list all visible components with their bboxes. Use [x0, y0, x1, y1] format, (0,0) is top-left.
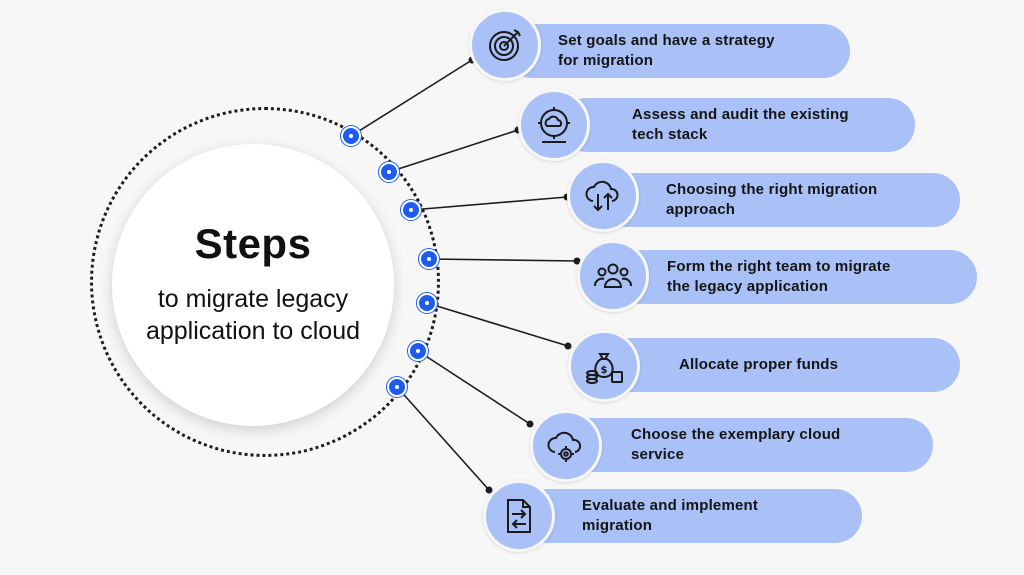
ring-node-4 — [419, 249, 439, 269]
connector-line-3 — [410, 196, 568, 211]
ring-node-7 — [387, 377, 407, 397]
step-5-label-line-1: Allocate proper funds — [679, 356, 839, 373]
diagram-subtitle-line-2: application to cloud — [145, 317, 361, 345]
step-4-label-line-2: the legacy application — [667, 278, 829, 295]
svg-text:$: $ — [601, 365, 608, 376]
step-3-label-line-2: approach — [666, 201, 736, 218]
step-3-label: Choosing the right migration approach — [666, 180, 877, 220]
diagram-title: Steps — [194, 220, 312, 267]
step-2-label-line-1: Assess and audit the existing — [632, 106, 849, 123]
step-5-icon-disc: $ — [568, 330, 640, 402]
cloud-gear-icon — [547, 431, 582, 462]
ring-node-3 — [401, 200, 421, 220]
step-6-pill: Choose the exemplary cloud service — [565, 418, 933, 472]
ring-node-1 — [341, 126, 361, 146]
step-1-pill: Set goals and have a strategy for migrat… — [505, 24, 850, 78]
document-exchange-icon — [507, 499, 531, 533]
step-2-label: Assess and audit the existing tech stack — [632, 105, 849, 145]
step-4-label-line-1: Form the right team to migrate — [667, 258, 891, 275]
connector-line-7 — [396, 386, 490, 491]
center-circle — [112, 144, 394, 426]
connector-line-5 — [426, 302, 569, 347]
cloud-audit-icon — [538, 107, 570, 143]
step-1-icon-disc — [469, 9, 541, 81]
ring-node-5 — [417, 293, 437, 313]
connector-end-dot-5 — [564, 342, 572, 350]
connector-line-6 — [417, 350, 531, 425]
money-bag-icon: $ — [586, 353, 623, 384]
step-6-label-line-1: Choose the exemplary cloud — [631, 426, 841, 443]
step-1-label-line-1: Set goals and have a strategy — [558, 32, 775, 49]
step-7-label: Evaluate and implement migration — [582, 496, 758, 536]
step-2-pill: Assess and audit the existing tech stack — [560, 98, 915, 152]
step-6-label: Choose the exemplary cloud service — [631, 425, 840, 465]
step-6-label-line-2: service — [631, 446, 685, 463]
step-7-label-line-1: Evaluate and implement — [582, 497, 759, 514]
step-1-label-line-2: for migration — [558, 52, 654, 69]
cloud-transfer-icon — [585, 180, 619, 212]
step-2-icon-disc — [518, 89, 590, 161]
step-3-icon-disc — [567, 160, 639, 232]
ring-node-6 — [408, 341, 428, 361]
connector-end-dot-6 — [526, 420, 534, 428]
step-4-pill: Form the right team to migrate the legac… — [615, 250, 977, 304]
step-3-pill: Choosing the right migration approach — [600, 173, 960, 227]
step-2-label-line-2: tech stack — [632, 126, 708, 143]
step-4-label: Form the right team to migrate the legac… — [667, 257, 891, 297]
connector-line-2 — [388, 129, 519, 173]
step-1-label: Set goals and have a strategy for migrat… — [558, 31, 775, 71]
team-icon — [594, 263, 632, 288]
step-4-icon-disc — [577, 240, 649, 312]
step-7-pill: Evaluate and implement migration — [520, 489, 862, 543]
connector-line-1 — [350, 59, 473, 137]
step-5-pill: Allocate proper funds — [605, 338, 960, 392]
diagram-subtitle-line-1: to migrate legacy — [157, 285, 349, 313]
dotted-ring — [90, 107, 440, 457]
target-icon — [489, 29, 521, 61]
connector-line-4 — [428, 258, 578, 262]
step-7-label-line-2: migration — [582, 517, 653, 534]
center-text: Steps to migrate legacy application to c… — [112, 144, 394, 426]
ring-node-2 — [379, 162, 399, 182]
step-5-label: Allocate proper funds — [679, 355, 838, 375]
step-7-icon-disc — [483, 480, 555, 552]
step-6-icon-disc — [530, 410, 602, 482]
step-3-label-line-1: Choosing the right migration — [666, 181, 878, 198]
